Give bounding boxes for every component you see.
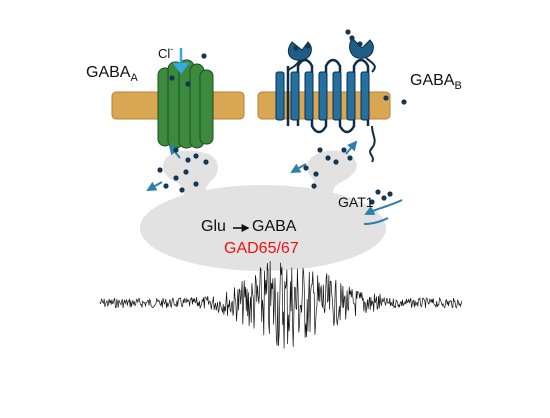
terminal-body bbox=[140, 185, 386, 271]
gaba-molecule-dot bbox=[383, 95, 389, 101]
gaba-molecule-dot bbox=[183, 169, 189, 175]
c-terminal-tail bbox=[369, 125, 376, 163]
gaba-molecule-dot bbox=[193, 153, 199, 159]
gaba-b-label: GABAB bbox=[410, 72, 462, 92]
gaba-a-receptor-channel bbox=[157, 48, 214, 149]
gaba-molecule-dot bbox=[157, 167, 163, 173]
gaba-molecule-dot bbox=[173, 147, 179, 153]
gaba-molecule-dot bbox=[349, 35, 355, 41]
gaba-molecule-dot bbox=[381, 195, 387, 201]
gaba-molecule-dot bbox=[317, 147, 323, 153]
gaba-b-label-text: GABA bbox=[410, 72, 455, 89]
gaba-molecule-dot bbox=[293, 45, 299, 51]
gaba-molecule-dot bbox=[401, 99, 407, 105]
gat1-transporter bbox=[363, 199, 403, 225]
gat1-reuptake-arrow bbox=[364, 199, 403, 215]
gaba-b-receptor bbox=[275, 37, 376, 163]
gaba-molecule-dot bbox=[313, 171, 319, 177]
gaba-molecule-dot bbox=[185, 157, 191, 163]
eeg-seizure-trace bbox=[99, 261, 463, 349]
gaba-molecule-dot bbox=[201, 53, 207, 59]
venus-flytrap-right-icon bbox=[349, 37, 374, 59]
vesicle-stalk-right bbox=[302, 150, 357, 204]
gaba-molecule-dot bbox=[347, 155, 353, 161]
presynaptic-terminal bbox=[140, 150, 386, 271]
gaba-molecule-dot bbox=[305, 43, 311, 49]
gaba-molecule-dot bbox=[325, 155, 331, 161]
gaba-molecule-dot bbox=[369, 199, 375, 205]
gaba-b-transmembrane-loops bbox=[286, 58, 370, 134]
gaba-b-label-subscript: B bbox=[454, 80, 462, 92]
gat1-label: GAT1 bbox=[338, 194, 374, 210]
chloride-label: Cl- bbox=[158, 44, 173, 61]
vesicle-stalk-left bbox=[162, 150, 218, 206]
gaba-molecule-dot bbox=[179, 187, 185, 193]
gaba-molecules bbox=[157, 29, 407, 205]
gaba-molecule-dot bbox=[303, 165, 309, 171]
gaba-a-label: GABAA bbox=[86, 64, 138, 84]
gaba-a-label-text: GABA bbox=[86, 64, 131, 81]
gaba-molecule-dot bbox=[375, 189, 381, 195]
gaba-molecule-dot bbox=[341, 147, 347, 153]
gaba-molecule-dot bbox=[387, 191, 393, 197]
gaba-molecule-dot bbox=[163, 183, 169, 189]
gaba-molecule-dot bbox=[345, 29, 351, 35]
gaba-molecule-dot bbox=[169, 75, 175, 81]
gaba-molecule-dot bbox=[185, 81, 191, 87]
chloride-label-charge: - bbox=[170, 44, 174, 54]
gaba-molecule-dot bbox=[173, 175, 179, 181]
gaba-a-label-subscript: A bbox=[130, 72, 138, 84]
gaba-molecule-dot bbox=[311, 183, 317, 189]
chloride-label-text: Cl bbox=[158, 46, 171, 61]
glu-label: Glu bbox=[201, 218, 226, 235]
gaba-molecule-dot bbox=[333, 159, 339, 165]
gaba-product-label: GABA bbox=[252, 218, 297, 235]
gaba-molecule-dot bbox=[357, 41, 363, 47]
gaba-molecule-dot bbox=[193, 181, 199, 187]
chloride-flow-icon bbox=[172, 48, 190, 75]
gaba-molecule-dot bbox=[203, 159, 209, 165]
enzyme-label: GAD65/67 bbox=[224, 240, 299, 257]
